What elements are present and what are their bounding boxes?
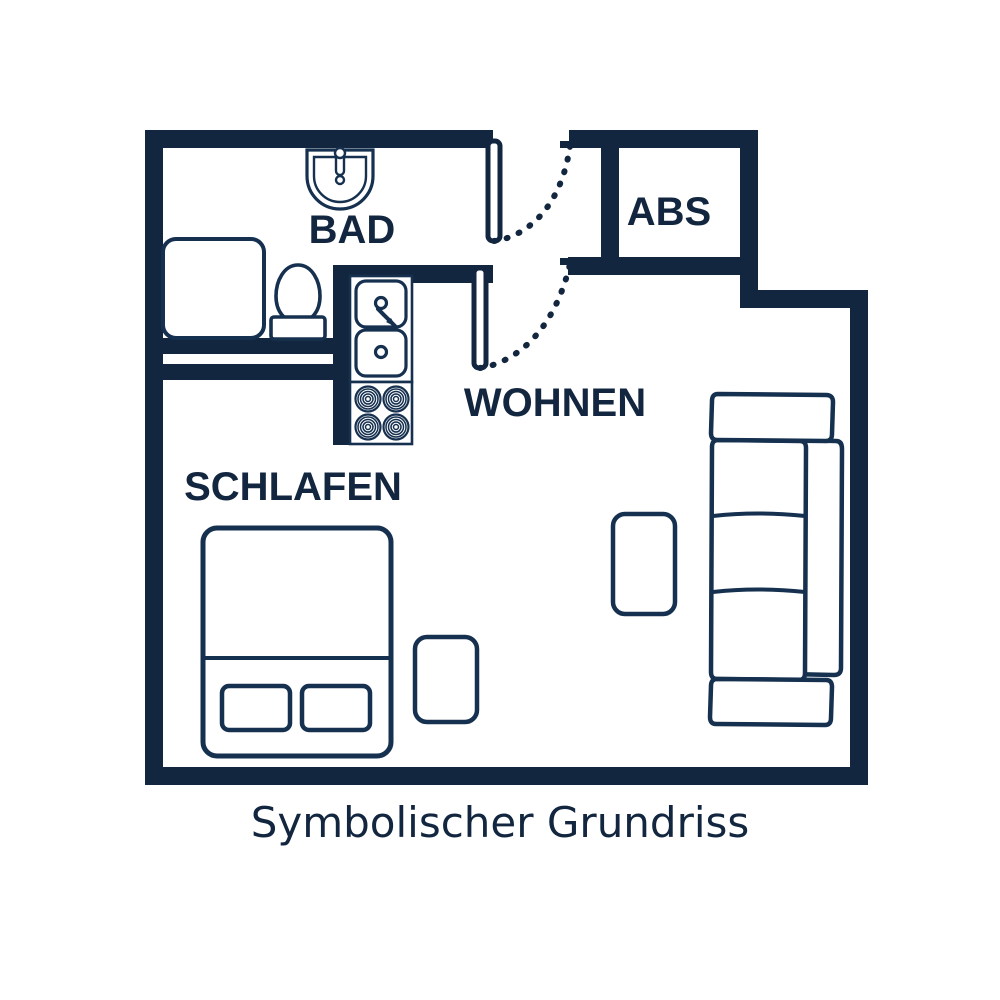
wall-niche-upper — [154, 338, 344, 354]
living-furniture — [610, 391, 845, 728]
door-wohnen — [471, 258, 582, 371]
wall-outer-right-upper — [740, 130, 758, 308]
toilet-icon — [269, 263, 327, 341]
burner-bottom-left — [354, 413, 382, 441]
wall-outer-top-right — [569, 130, 758, 148]
room-label-schlafen: SCHLAFEN — [184, 465, 402, 509]
door-wohnen-swing-arc — [477, 261, 573, 371]
wall-outer-left — [145, 130, 163, 785]
side-table-icon — [610, 511, 678, 617]
room-label-wohnen: WOHNEN — [464, 381, 646, 425]
washbasin-icon — [305, 146, 375, 211]
plan-caption: Symbolischer Grundriss — [251, 798, 750, 847]
wall-outer-right-lower — [850, 290, 868, 785]
room-label-abs: ABS — [627, 190, 711, 234]
cooktop-icon — [354, 385, 410, 441]
wall-abs-left — [601, 140, 619, 268]
kitchen-sink-icon — [354, 279, 408, 378]
wall-abs-bottom — [568, 257, 750, 275]
burner-top-right — [382, 385, 410, 413]
shower-tub-icon — [161, 237, 266, 340]
door-wohnen-leaf — [471, 265, 489, 371]
burner-top-left — [354, 385, 382, 413]
nightstand-icon — [412, 634, 480, 725]
burner-bottom-right — [382, 413, 410, 441]
bathroom-fixtures — [161, 146, 375, 341]
wall-outer-bottom — [145, 767, 868, 785]
wall-outer-top-left — [145, 130, 493, 148]
bed-icon — [200, 525, 394, 759]
room-label-bad: BAD — [309, 208, 396, 252]
door-bad — [485, 138, 582, 244]
door-wohnen-hinge-stub — [560, 258, 582, 265]
door-group — [471, 138, 582, 371]
kitchen-fixtures — [348, 274, 414, 446]
door-bad-swing-arc — [491, 143, 573, 244]
sofa-icon — [707, 391, 845, 728]
wall-niche-lower — [154, 364, 344, 380]
door-bad-leaf — [485, 138, 503, 244]
wall-outer-step — [740, 290, 868, 308]
wall-bath-vertical — [333, 265, 351, 445]
bedroom-furniture — [200, 525, 480, 759]
